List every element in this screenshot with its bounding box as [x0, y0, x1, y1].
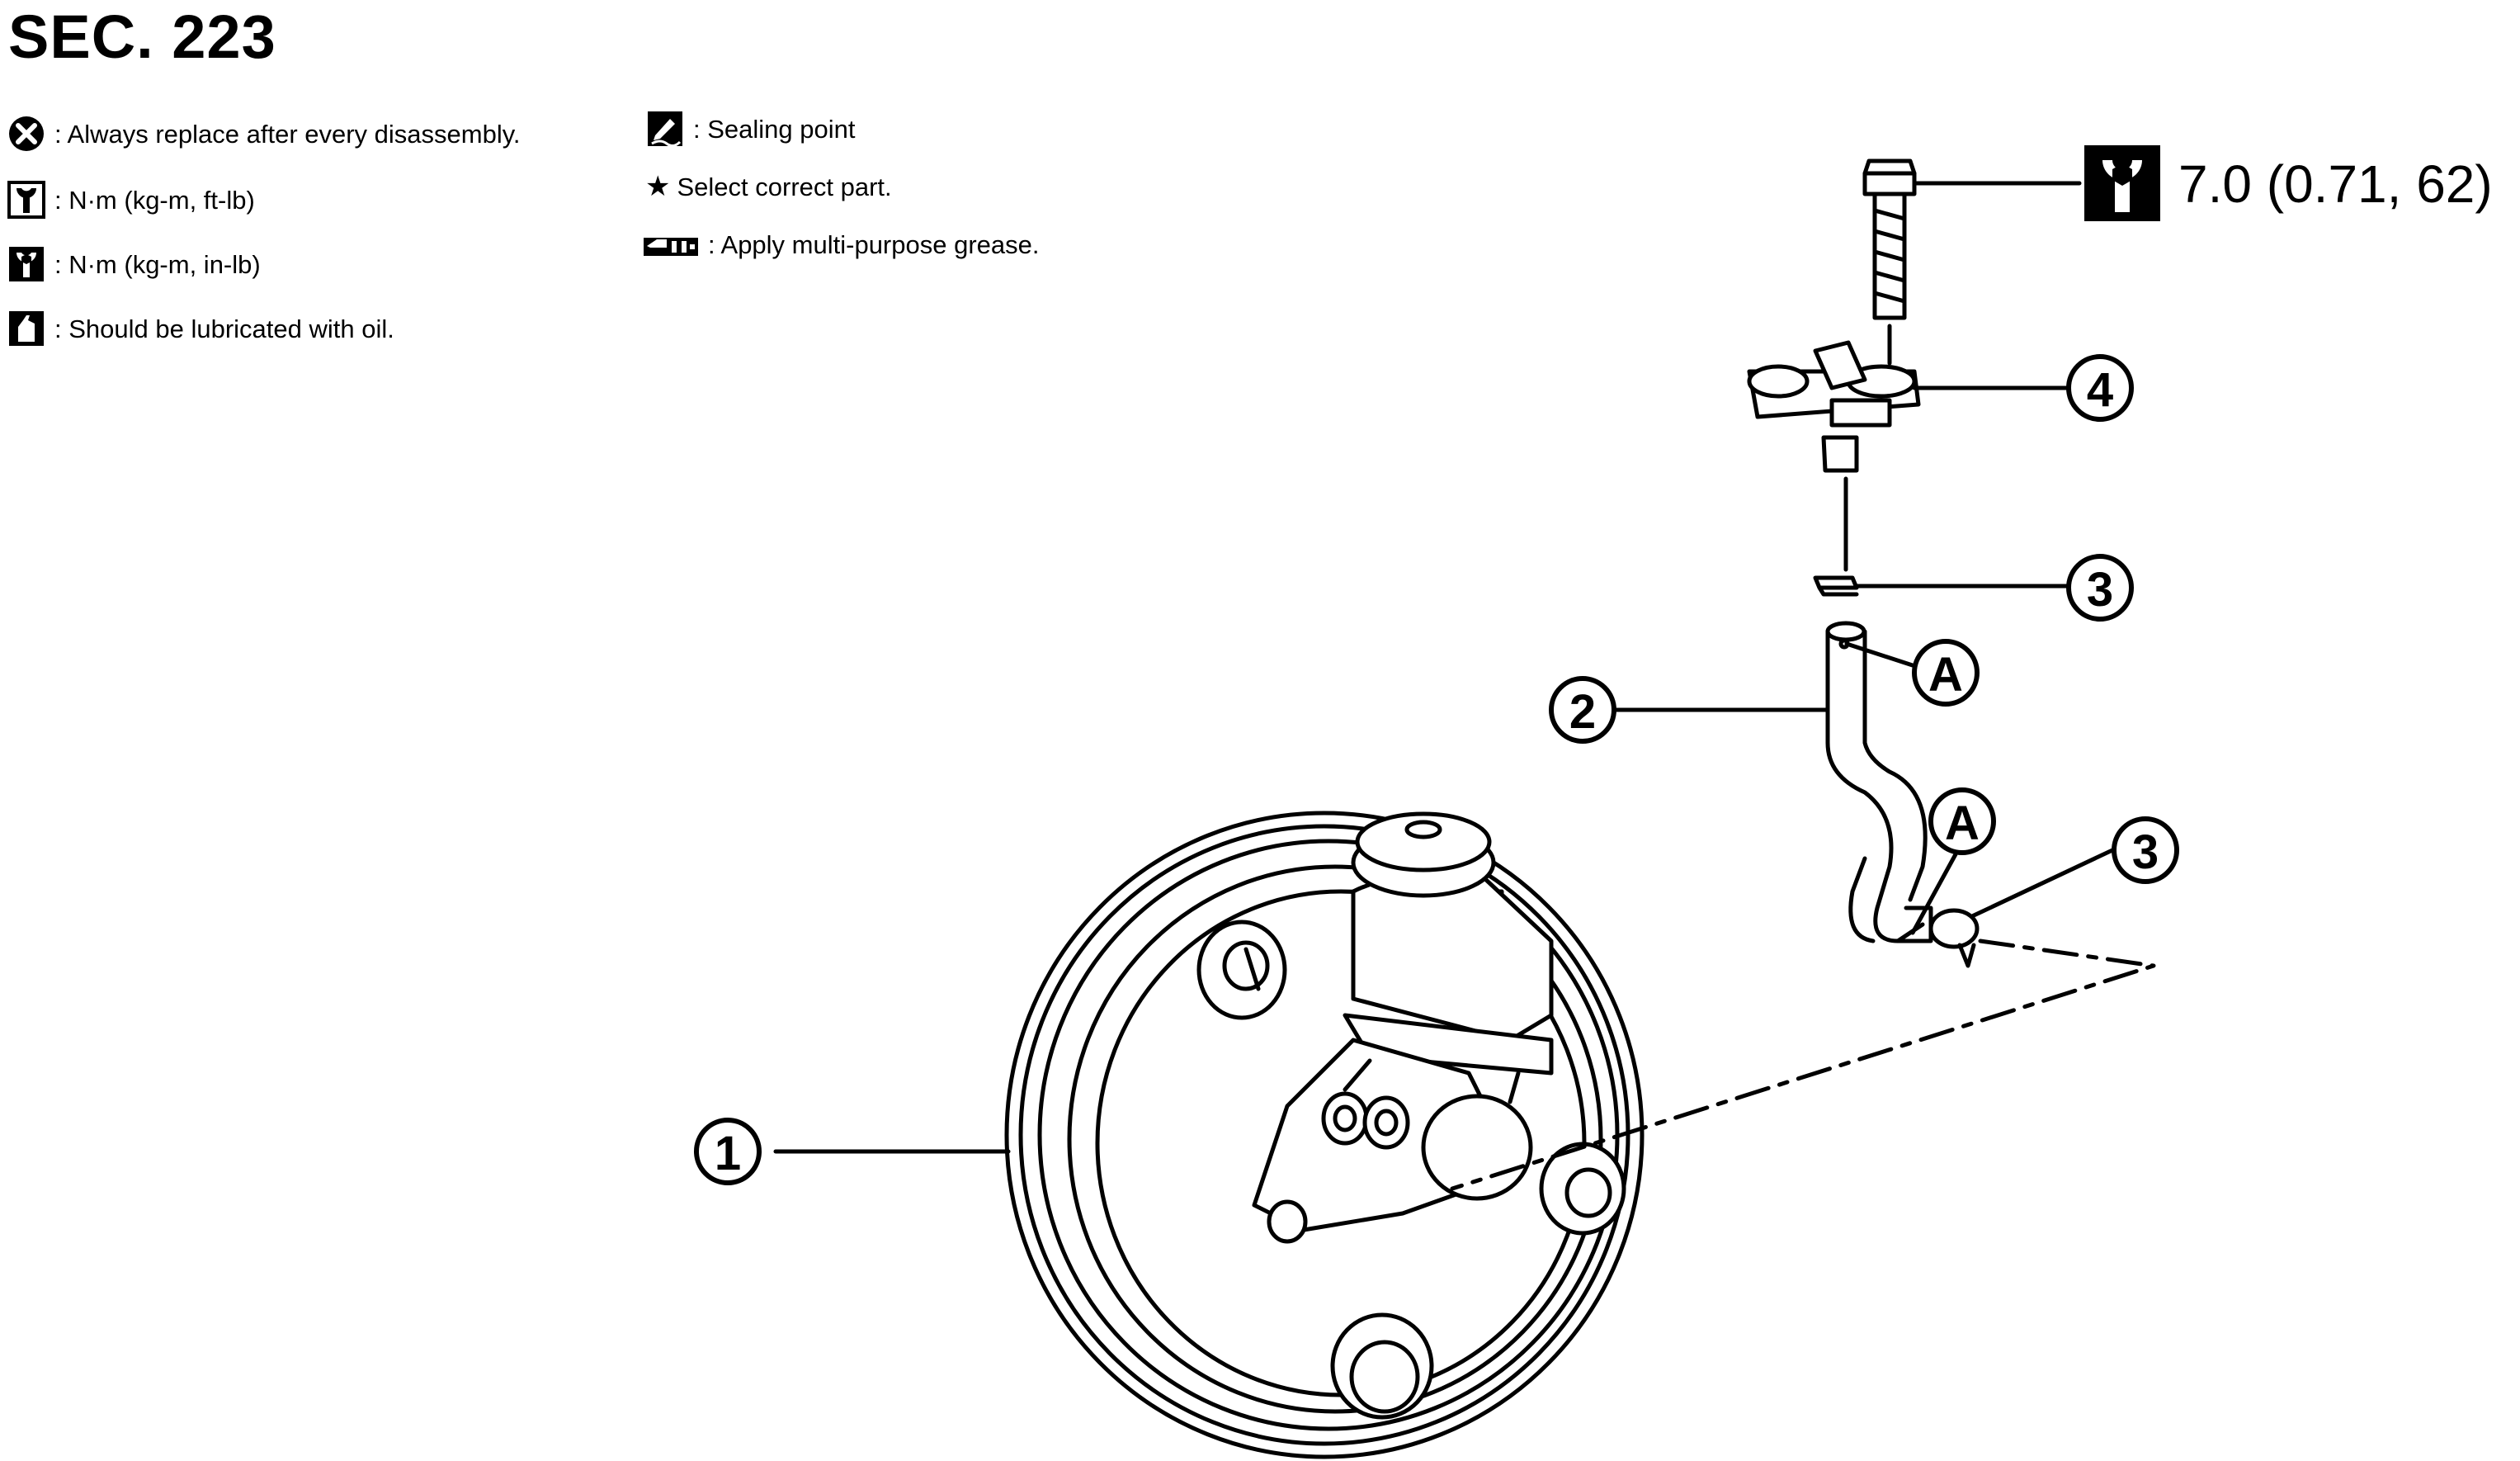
- legend-text: : Should be lubricated with oil.: [54, 314, 394, 343]
- legend-text: : N·m (kg-m, in-lb): [54, 249, 261, 279]
- callout-part-3-lower: 3: [2112, 816, 2179, 884]
- legend-item-select-part: ★ Select correct part.: [645, 170, 892, 203]
- legend-text: Select correct part.: [677, 172, 892, 201]
- legend-item-torque-ftlb: : N·m (kg-m, ft-lb): [7, 180, 255, 220]
- legend-item-always-replace: : Always replace after every disassembly…: [7, 114, 521, 154]
- callout-label: 4: [2087, 363, 2113, 417]
- grease-icon: [644, 238, 698, 256]
- callout-label: 2: [1569, 685, 1596, 739]
- always-replace-icon: [9, 116, 44, 151]
- torque-spec: 7.0 (0.71, 62): [2084, 145, 2493, 221]
- leader-part-3-lower: [1970, 848, 2115, 919]
- callout-part-4: 4: [2066, 354, 2134, 422]
- legend-item-torque-inlb: : N·m (kg-m, in-lb): [7, 244, 261, 284]
- upper-clamp: [1813, 575, 1859, 597]
- callout-point-a-lower: A: [1928, 787, 1996, 855]
- section-title: SEC. 223: [8, 2, 276, 71]
- callout-label: A: [1945, 797, 1980, 850]
- legend-text: : Always replace after every disassembly…: [54, 119, 521, 149]
- oil-lubricate-icon: [9, 311, 44, 346]
- torque-inlb-icon: [9, 247, 44, 281]
- sealing-point-icon: [648, 111, 682, 148]
- callout-part-3-upper: 3: [2066, 554, 2134, 622]
- leader-point-a-lower: [1910, 852, 1958, 935]
- legend-text: : Apply multi-purpose grease.: [708, 229, 1040, 259]
- bolt: [1862, 158, 1917, 366]
- callout-part-1: 1: [694, 1118, 762, 1185]
- leader-point-a-upper: [1844, 641, 1925, 671]
- callout-label: A: [1928, 648, 1963, 702]
- legend-item-oil: : Should be lubricated with oil.: [7, 309, 394, 348]
- callout-label: 3: [2087, 563, 2113, 617]
- install-path: [1450, 939, 2156, 1191]
- legend-text: : Sealing point: [693, 114, 856, 144]
- callout-label: 1: [715, 1127, 741, 1180]
- legend-item-sealing-point: : Sealing point: [645, 109, 855, 149]
- callout-label: 3: [2132, 825, 2159, 879]
- torque-ftlb-icon: [7, 181, 45, 219]
- callout-part-2: 2: [1549, 676, 1616, 744]
- check-valve-bracket: [1747, 340, 1921, 572]
- torque-value: 7.0 (0.71, 62): [2178, 154, 2493, 214]
- star-icon: ★: [645, 171, 671, 202]
- callout-point-a-upper: A: [1912, 639, 1980, 707]
- master-cylinder: [1252, 811, 1554, 1244]
- legend-text: : N·m (kg-m, ft-lb): [54, 185, 255, 215]
- legend-item-grease: : Apply multi-purpose grease.: [642, 229, 1040, 259]
- lower-clamp: [1928, 908, 1980, 968]
- torque-inlb-icon: [2084, 145, 2160, 221]
